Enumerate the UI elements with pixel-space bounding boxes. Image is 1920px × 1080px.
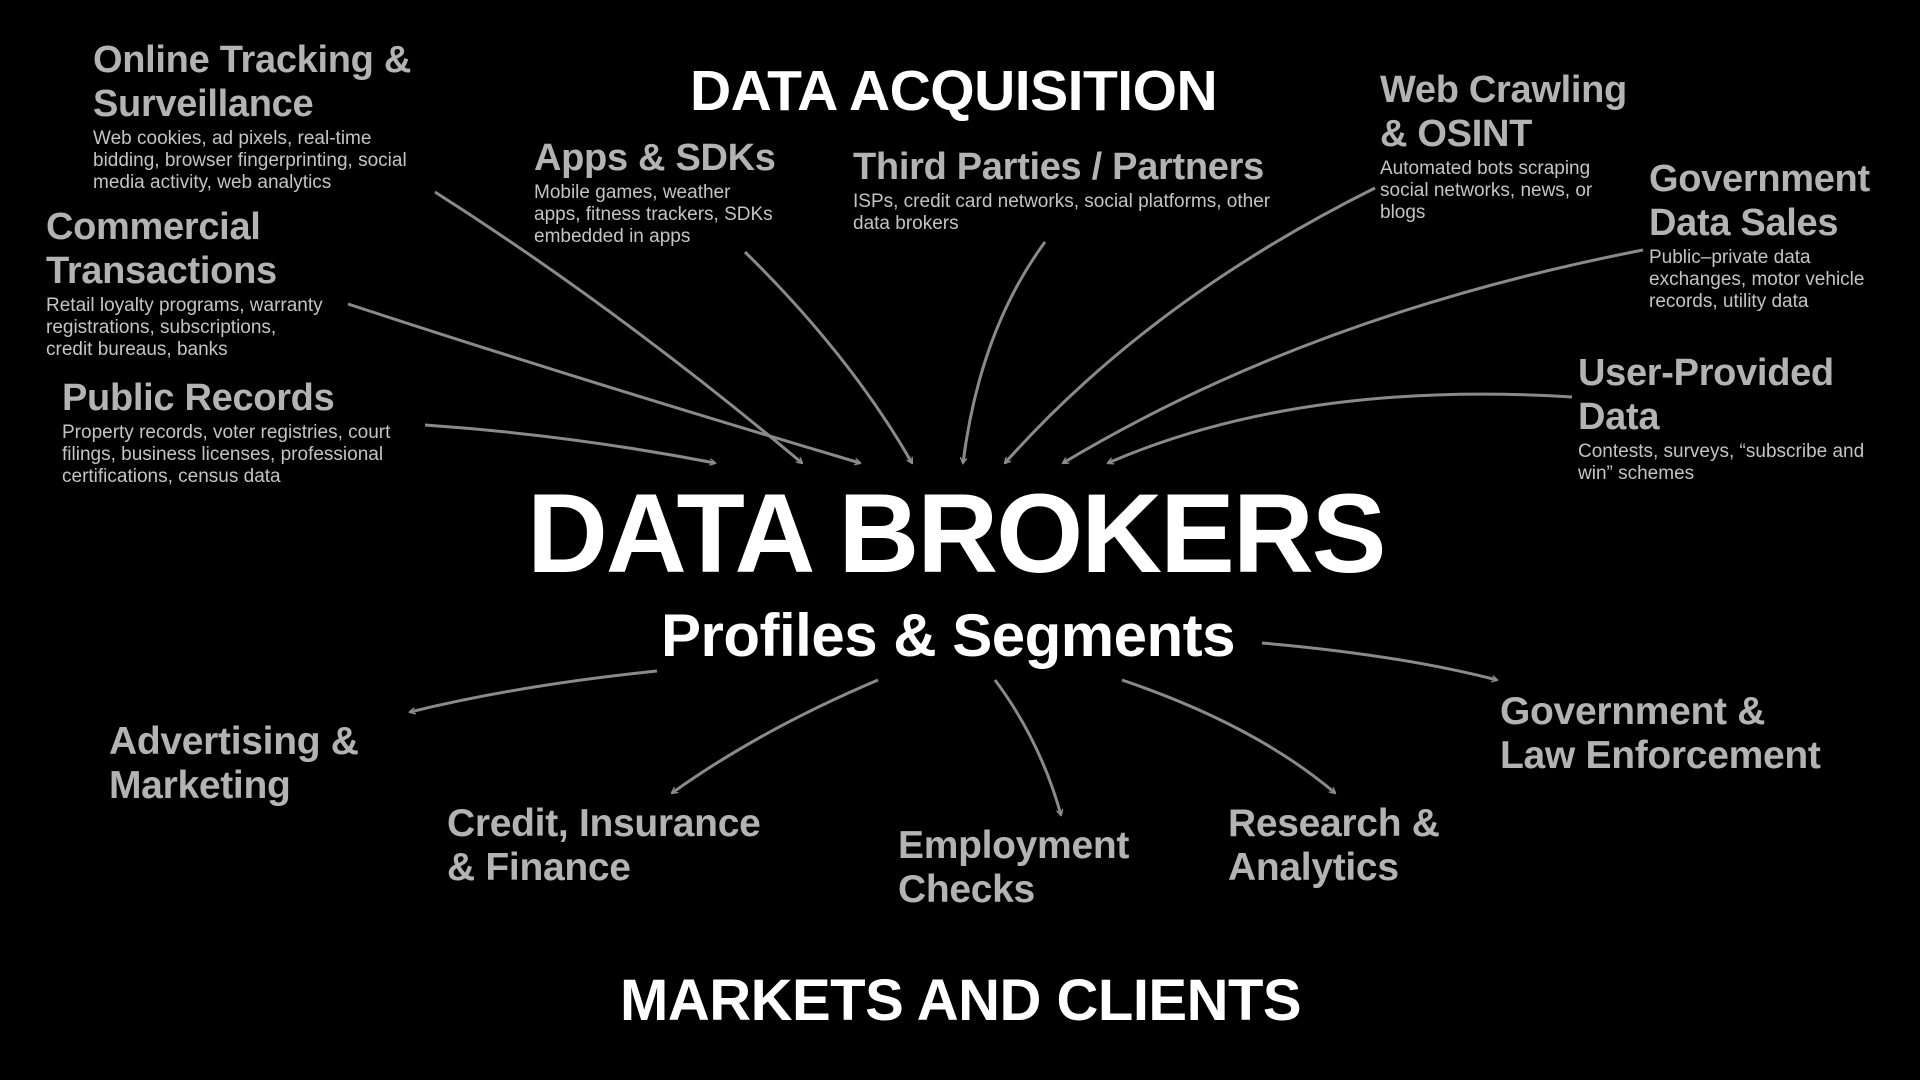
arrow-apps xyxy=(743,250,914,463)
arrow-government-law xyxy=(1261,641,1497,680)
arrow-third-parties xyxy=(963,241,1047,463)
source-title: Third Parties / Partners xyxy=(853,146,1264,188)
market-title: Government &Law Enforcement xyxy=(1500,690,1821,777)
source-title: Apps & SDKs xyxy=(534,137,776,179)
arrow-public-records xyxy=(424,423,715,463)
market-advertising: Advertising &Marketing xyxy=(109,720,409,808)
market-government-law: Government &Law Enforcement xyxy=(1500,690,1860,778)
arrow-research xyxy=(1121,678,1335,793)
source-description: ISPs, credit card networks, social platf… xyxy=(853,191,1271,234)
arrow-user-provided xyxy=(1108,392,1573,463)
source-third-parties: Third Parties / Partners ISPs, credit ca… xyxy=(853,145,1323,235)
markets-heading: MARKETS AND CLIENTS xyxy=(620,968,1302,1033)
source-description: Property records, voter registries, cour… xyxy=(62,422,391,487)
data-brokers-title: DATA BROKERS xyxy=(527,471,1386,596)
source-online-tracking: Online Tracking &Surveillance Web cookie… xyxy=(93,38,453,194)
market-title: Advertising &Marketing xyxy=(109,720,359,807)
acquisition-heading: DATA ACQUISITION xyxy=(690,59,1218,123)
source-title: Public Records xyxy=(62,377,335,419)
arrow-employment xyxy=(993,679,1061,815)
arrow-gov-sales xyxy=(1063,248,1644,465)
profiles-segments-subtitle: Profiles & Segments xyxy=(661,602,1236,669)
market-title: Research &Analytics xyxy=(1228,802,1440,889)
market-credit-insurance: Credit, Insurance& Finance xyxy=(447,802,807,890)
source-web-crawling: Web Crawling& OSINT Automated bots scrap… xyxy=(1380,68,1670,224)
source-title: Online Tracking &Surveillance xyxy=(93,39,411,125)
source-public-records: Public Records Property records, voter r… xyxy=(62,376,442,488)
market-title: Credit, Insurance& Finance xyxy=(447,802,761,889)
arrow-credit xyxy=(672,678,879,793)
market-research: Research &Analytics xyxy=(1228,802,1488,890)
source-title: Web Crawling& OSINT xyxy=(1380,69,1627,155)
arrow-advertising xyxy=(410,669,658,712)
